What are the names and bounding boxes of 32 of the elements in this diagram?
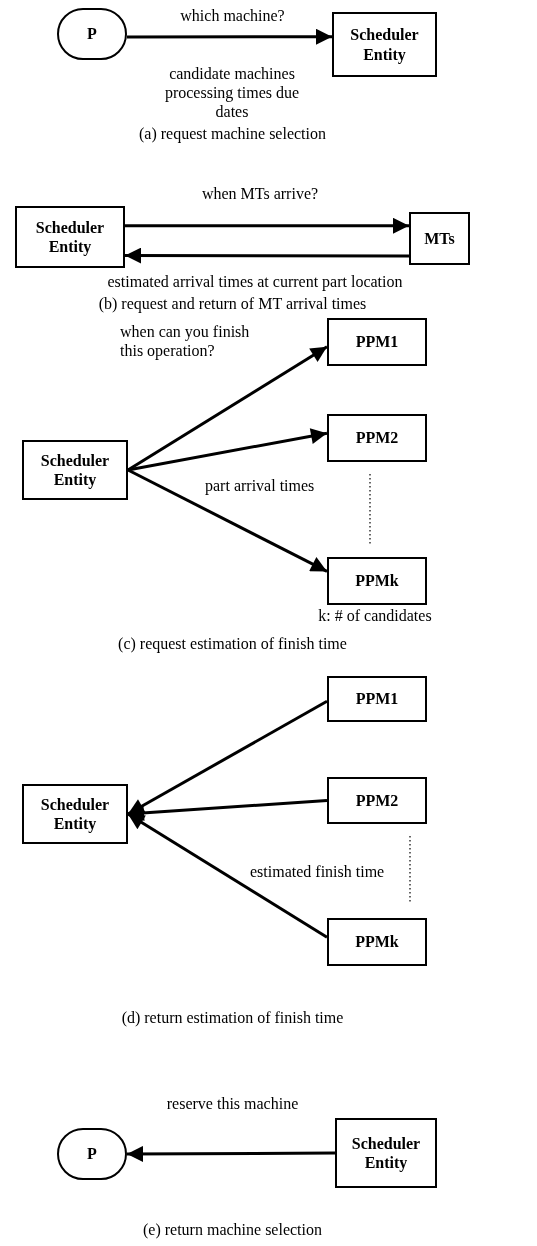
process-box: Scheduler Entity [332, 12, 437, 77]
process-box: PPM1 [327, 676, 427, 722]
rounded-box: P [57, 8, 127, 60]
arrow [127, 28, 332, 45]
arrow [125, 217, 409, 234]
text-label: candidate machines processing times due dates [163, 64, 301, 122]
process-box: Scheduler Entity [22, 784, 128, 844]
text-label: (a) request machine selection [138, 124, 327, 144]
arrow [127, 468, 328, 573]
arrow [127, 1145, 335, 1162]
process-box: Scheduler Entity [15, 206, 125, 268]
text-label: estimated arrival times at current part location [106, 272, 404, 292]
edge-label: which machine? [179, 6, 286, 26]
process-box: PPMk [327, 918, 427, 966]
process-box: Scheduler Entity [335, 1118, 437, 1188]
process-box: PPM1 [327, 318, 427, 366]
rounded-box: P [57, 1128, 127, 1180]
process-box: PPM2 [327, 414, 427, 462]
text-label: k: # of candidates [317, 606, 433, 626]
process-box: PPMk [327, 557, 427, 605]
text-label: (e) return machine selection [142, 1220, 323, 1240]
process-box: PPM2 [327, 777, 427, 824]
text-label: when can you finish this operation? [120, 322, 251, 361]
text-label: (b) request and return of MT arrival times [97, 294, 368, 314]
arrow [125, 247, 409, 264]
edge-label: reserve this machine [165, 1094, 300, 1114]
process-box: Scheduler Entity [22, 440, 128, 500]
edge-label: when MTs arrive? [200, 184, 320, 204]
text-label: (c) request estimation of finish time [117, 634, 348, 654]
process-box: MTs [409, 212, 470, 265]
text-label: (d) return estimation of finish time [120, 1008, 345, 1028]
arrow [127, 812, 328, 939]
